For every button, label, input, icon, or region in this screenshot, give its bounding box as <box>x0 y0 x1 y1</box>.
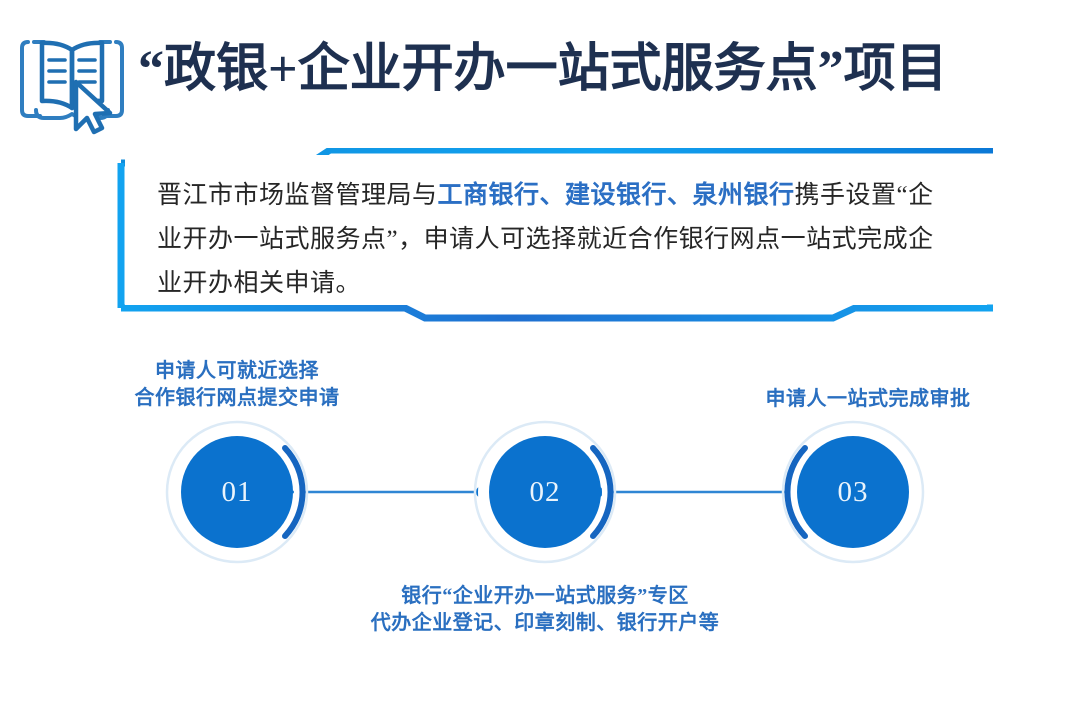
step-circle-01 <box>165 420 309 564</box>
accent-arc-02 <box>590 445 614 539</box>
step-caption-01: 申请人可就近选择 合作银行网点提交申请 <box>134 360 340 409</box>
step-circle-02 <box>473 420 617 564</box>
step-caption-03: 申请人一站式完成审批 <box>765 388 971 410</box>
slide-header: “政银+企业开办一站式服务点”项目 <box>0 0 1080 140</box>
accent-arc-01 <box>282 445 306 539</box>
open-book-with-cursor-icon <box>14 28 130 136</box>
step-number-02: 02 <box>529 476 561 508</box>
callout-paragraph: 晋江市市场监督管理局与工商银行、建设银行、泉州银行携手设置“企业开办一站式服务点… <box>157 174 957 306</box>
process-flow: 01 02 03 申请人可就近选择 合作银行网点提交申请 申请人一站式完成审批 … <box>0 340 1080 670</box>
step-circle-03 <box>781 420 925 564</box>
step-number-03: 03 <box>837 476 869 508</box>
page-title: “政银+企业开办一站式服务点”项目 <box>138 41 948 98</box>
callout-text-after: 携手设置“企业开办一站式服务点”，申请人可选择就近合作银行网点一站式完成企业开办… <box>157 182 934 297</box>
step-caption-02: 银行“企业开办一站式服务”专区 代办企业登记、印章刻制、银行开户等 <box>370 585 720 634</box>
accent-arc-03 <box>784 445 808 539</box>
flow-graphics <box>165 420 925 564</box>
step-number-01: 01 <box>221 476 253 508</box>
callout-box: 晋江市市场监督管理局与工商银行、建设银行、泉州银行携手设置“企业开办一站式服务点… <box>113 148 1004 324</box>
callout-text-before: 晋江市市场监督管理局与 <box>157 182 438 209</box>
callout-frame <box>117 148 997 322</box>
bank-names: 工商银行、建设银行、泉州银行 <box>437 182 795 209</box>
